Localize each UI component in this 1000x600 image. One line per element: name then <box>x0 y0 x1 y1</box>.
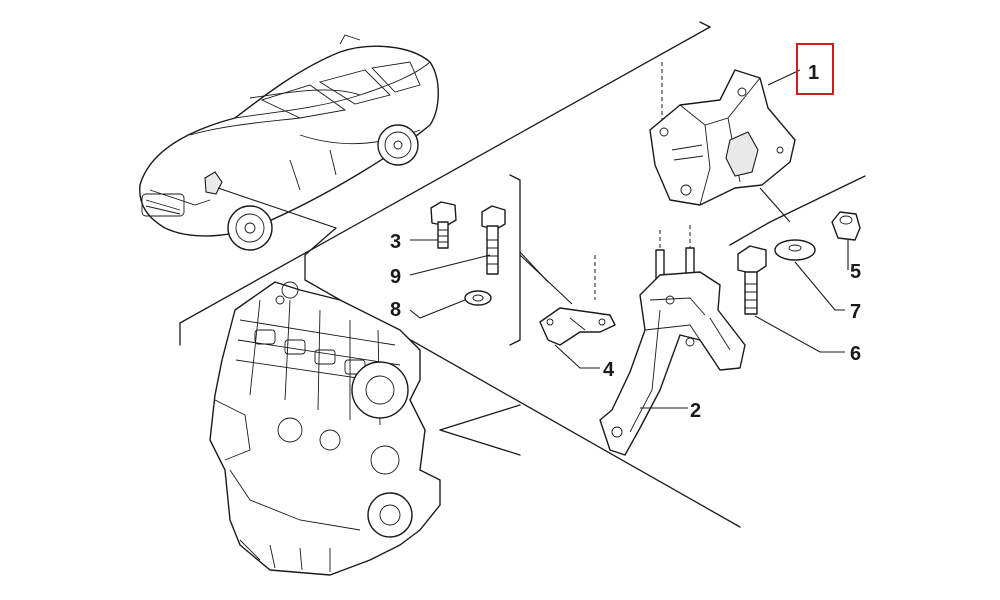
washer-part-8 <box>409 290 492 319</box>
callout-labels: 1 2 3 4 5 6 7 8 9 <box>390 43 861 422</box>
car-sedan-illustration <box>139 34 439 251</box>
support-bracket-part-2 <box>594 225 746 456</box>
callout-4[interactable]: 4 <box>603 359 615 381</box>
engine-block-illustration <box>209 281 441 576</box>
bolt-part-9 <box>409 205 506 276</box>
callout-3[interactable]: 3 <box>390 231 401 253</box>
bolt-part-6 <box>737 245 845 353</box>
callout-9[interactable]: 9 <box>390 266 401 288</box>
bolt-part-3 <box>410 201 457 249</box>
engine-mount-part-1 <box>649 62 801 223</box>
callout-5[interactable]: 5 <box>850 261 861 283</box>
nut-part-5 <box>831 211 861 270</box>
callout-8[interactable]: 8 <box>390 299 401 321</box>
highlight-box-part-1 <box>796 43 834 95</box>
callout-1[interactable]: 1 <box>808 62 819 84</box>
section-lines <box>179 21 866 528</box>
callout-7[interactable]: 7 <box>850 301 861 323</box>
callout-2[interactable]: 2 <box>690 400 701 422</box>
callout-6[interactable]: 6 <box>850 343 861 365</box>
bracket-illustration <box>519 251 616 369</box>
washer-part-7 <box>774 239 845 311</box>
